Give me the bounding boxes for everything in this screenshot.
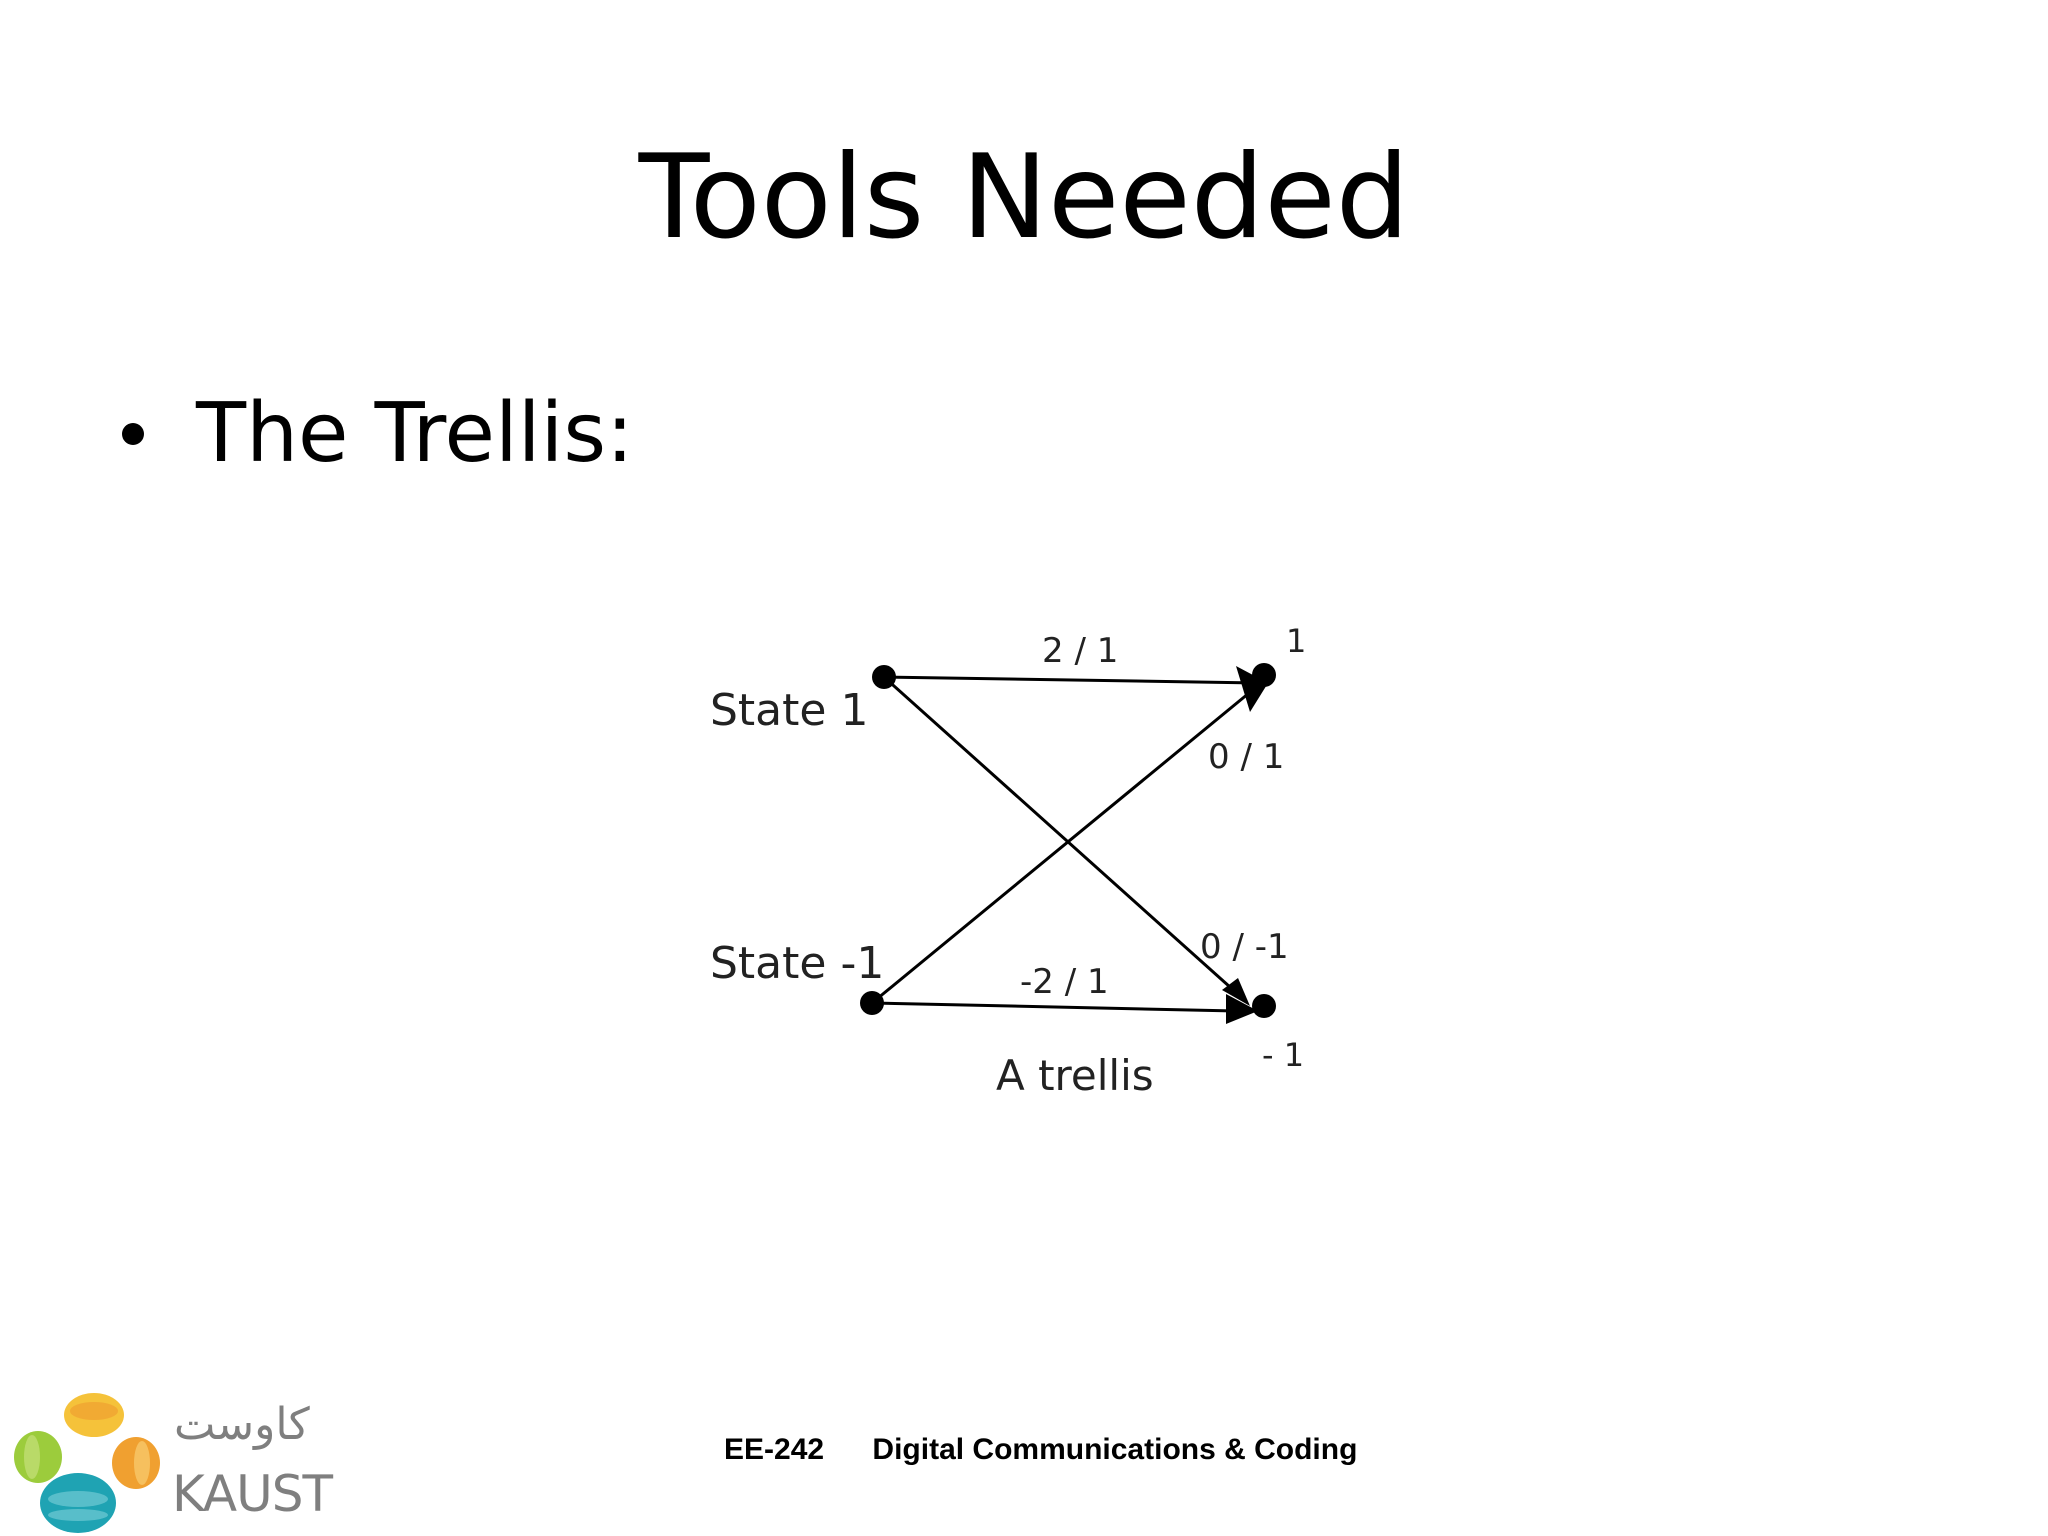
footer-course-title: Digital Communications & Coding bbox=[872, 1433, 1358, 1466]
node-start-state-minus-1 bbox=[860, 991, 884, 1015]
edge-top-arrowhead bbox=[1236, 666, 1268, 712]
node-end-state-minus-1 bbox=[1252, 994, 1276, 1018]
end-top-value: 1 bbox=[1286, 622, 1306, 660]
edge-top-label: 2 / 1 bbox=[1042, 631, 1118, 671]
edge-bottom-arrowhead bbox=[1226, 994, 1258, 1024]
bullet-dot-icon bbox=[122, 423, 144, 445]
slide-title: Tools Needed bbox=[638, 130, 1410, 265]
end-bottom-value: - 1 bbox=[1262, 1036, 1304, 1074]
slide-footer: EE-242 Digital Communications & Coding bbox=[724, 1430, 1357, 1470]
footer-course-code: EE-242 bbox=[724, 1433, 825, 1466]
kaust-emblem-icon bbox=[14, 1393, 160, 1533]
node-end-state-1 bbox=[1252, 663, 1276, 687]
edge-cross-down bbox=[882, 675, 1242, 998]
state-bottom-label: State -1 bbox=[710, 938, 884, 989]
edge-top bbox=[883, 675, 1259, 685]
node-start-state-1 bbox=[872, 665, 896, 689]
edge-cross-up-label: 0 / 1 bbox=[1208, 737, 1284, 777]
edge-cross-down-arrowhead bbox=[1222, 978, 1250, 1006]
logo-latin-text: KAUST bbox=[172, 1465, 333, 1523]
edge-cross-down-label: 0 / -1 bbox=[1200, 927, 1289, 967]
edge-bottom-label: -2 / 1 bbox=[1020, 962, 1109, 1002]
bullet-item: The Trellis: bbox=[122, 384, 634, 484]
bullet-text: The Trellis: bbox=[196, 386, 634, 481]
diagram-caption: A trellis bbox=[996, 1051, 1154, 1100]
edge-cross-up bbox=[871, 682, 1261, 1005]
edge-bottom bbox=[871, 1001, 1237, 1013]
kaust-logo: كاوست KAUST bbox=[8, 1385, 333, 1536]
state-top-label: State 1 bbox=[710, 685, 868, 736]
logo-arabic-text: كاوست bbox=[174, 1399, 310, 1450]
